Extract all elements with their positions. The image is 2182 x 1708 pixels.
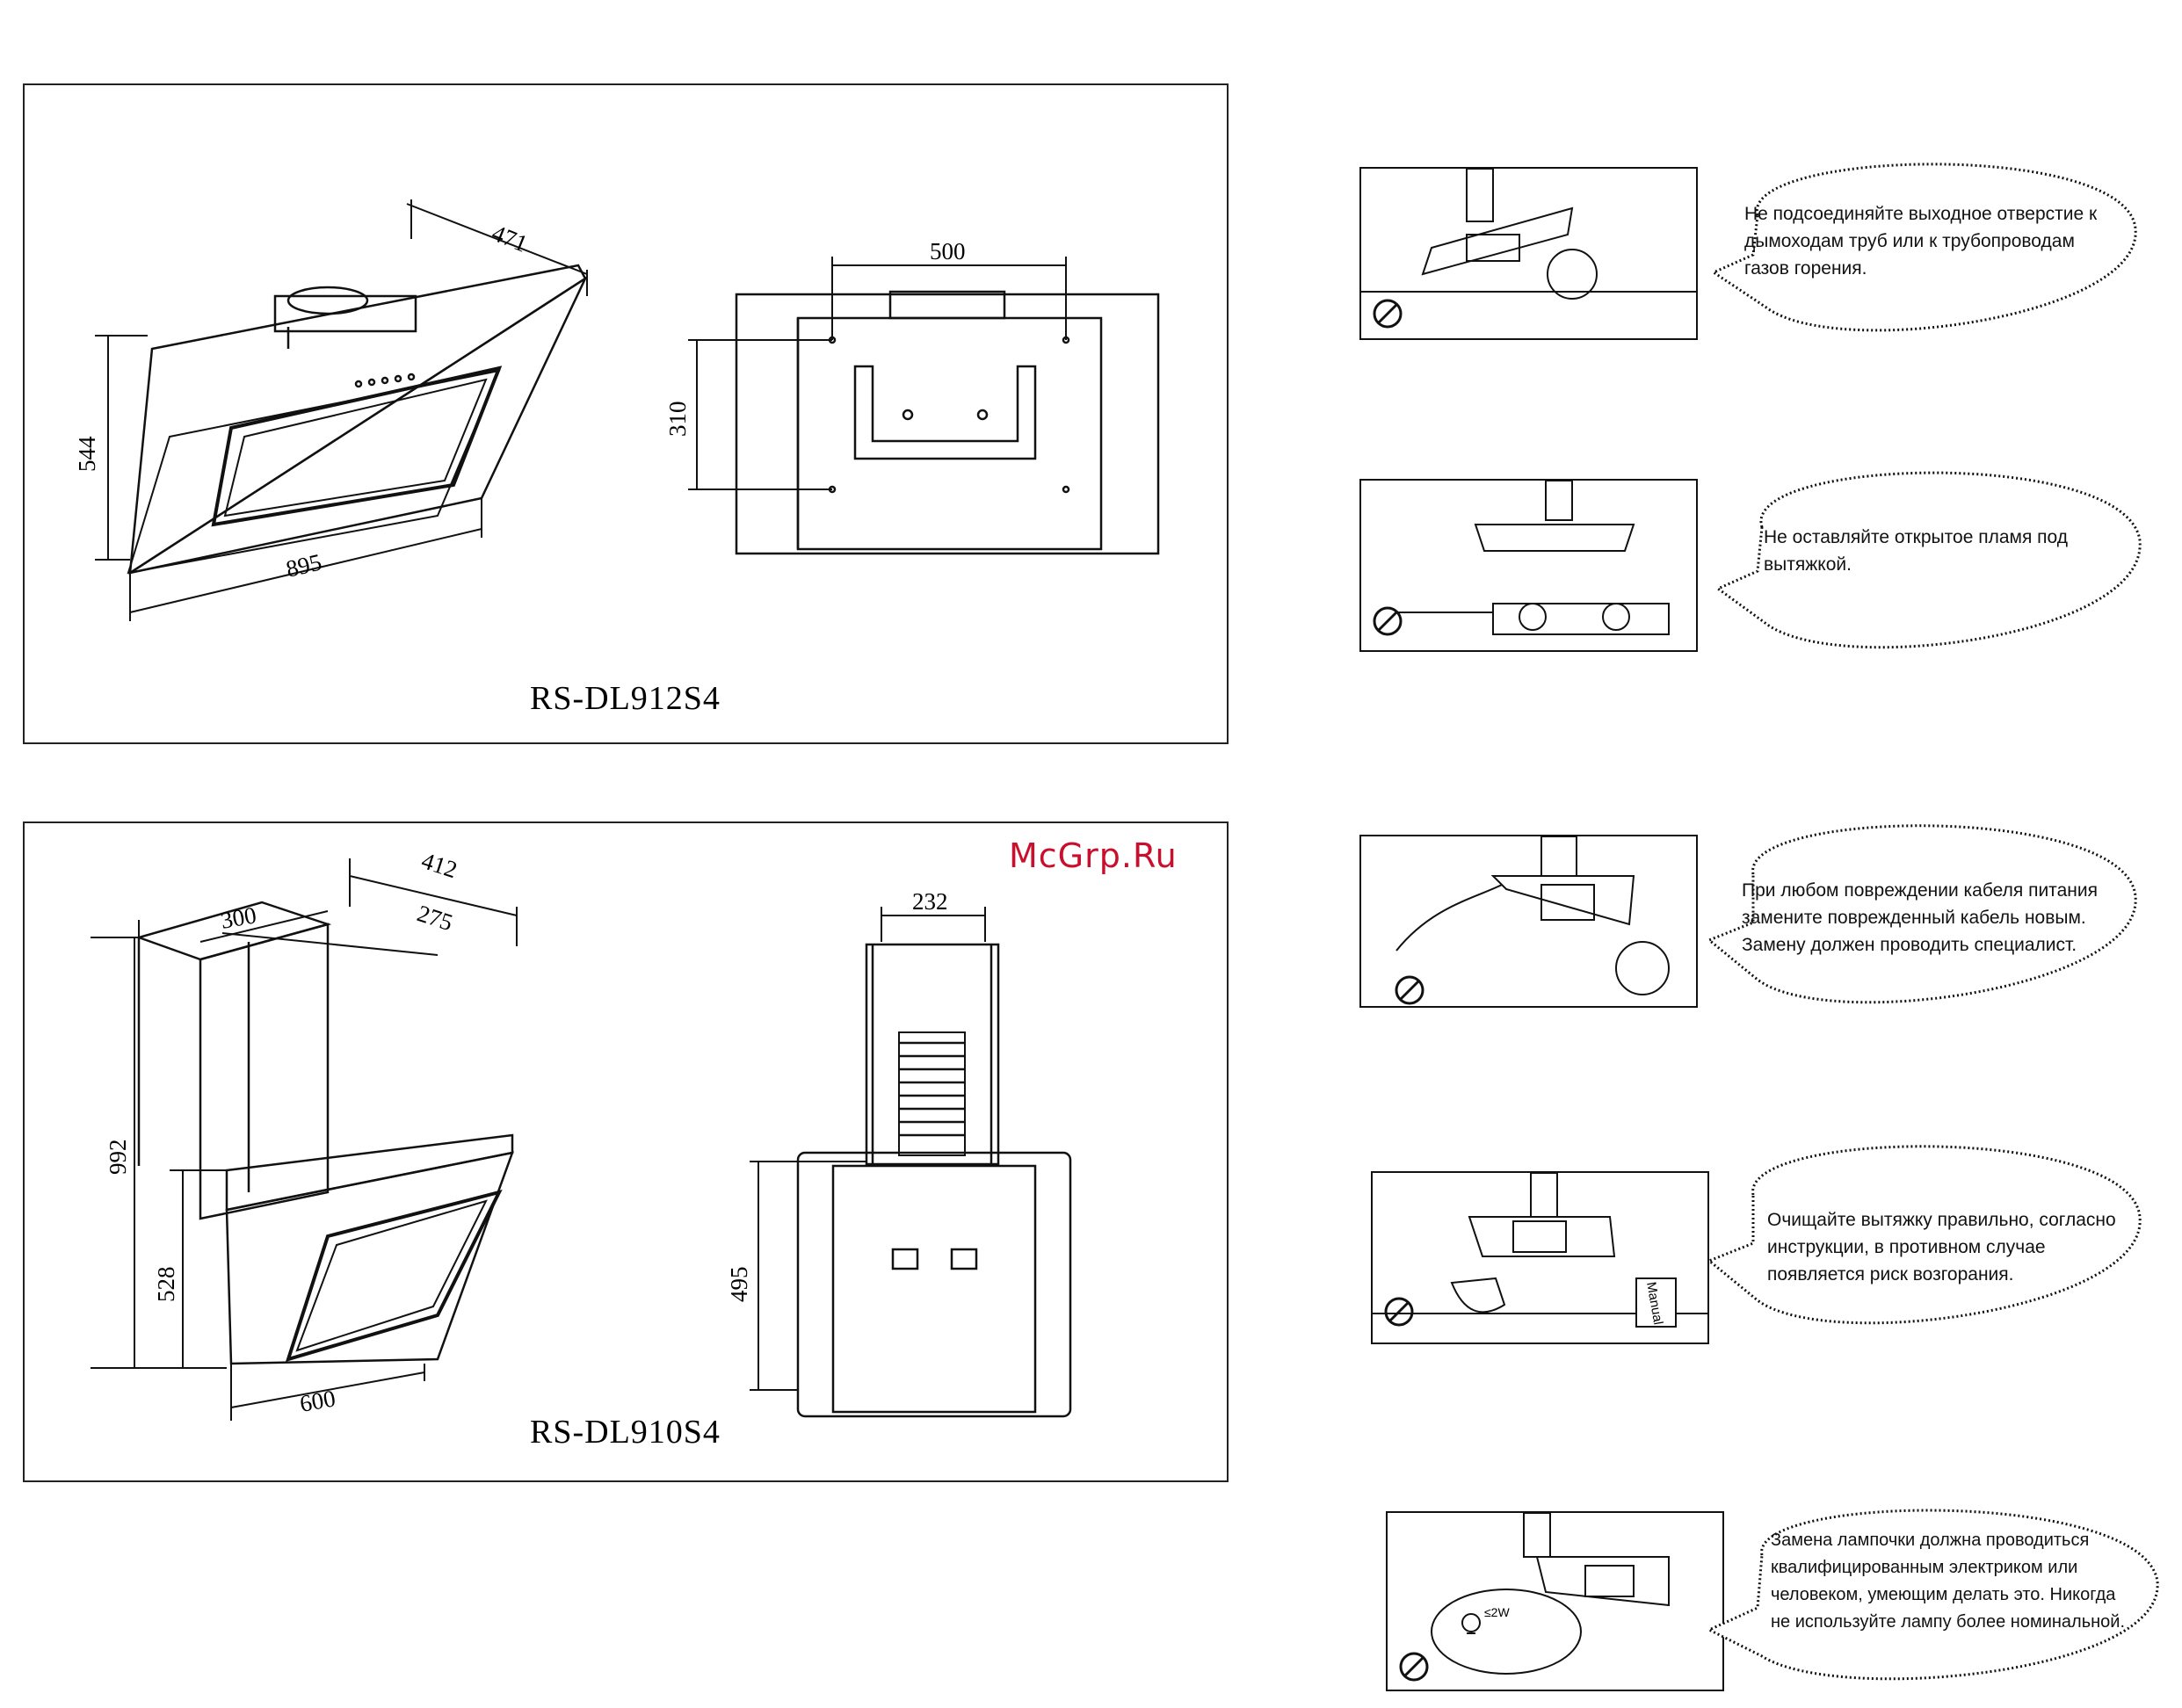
warning-scene-2 — [1359, 479, 1698, 652]
warning-scene-5: ≤2W — [1386, 1511, 1724, 1691]
dim-chimney-depth: 275 — [414, 900, 456, 936]
warning-scene-3 — [1359, 835, 1698, 1008]
dim-rear-width: 232 — [912, 888, 948, 915]
dim-total-height: 992 — [105, 1140, 131, 1176]
dim-lower-height: 528 — [153, 1267, 179, 1303]
model-name-bottom: RS-DL910S4 — [530, 1414, 721, 1451]
dim-mount-height: 310 — [664, 402, 691, 438]
hood-drawing-top: 471 544 895 500 310 RS-DL912S4 — [74, 199, 1160, 717]
warning-scene-1 — [1359, 167, 1698, 340]
dim-height: 544 — [74, 436, 100, 472]
model-name-top: RS-DL912S4 — [530, 680, 721, 717]
dim-mount-width: 500 — [930, 238, 966, 264]
prohibited-icon — [1373, 299, 1403, 329]
prohibited-icon — [1395, 975, 1424, 1005]
speech-bubble-3 — [1707, 824, 2137, 1004]
dim-rear-height: 495 — [726, 1267, 752, 1303]
drawing-panel-top: 471 544 895 500 310 RS-DL912S4 — [23, 83, 1229, 744]
watermark: McGrp.Ru — [1009, 836, 1178, 875]
dim-base-bottom: 600 — [298, 1385, 337, 1417]
dim-width-diag: 471 — [489, 220, 532, 257]
prohibited-icon — [1384, 1297, 1414, 1327]
warning-card-4: Manual Очищайте вытяжку правильно, согла… — [1371, 1111, 2149, 1357]
drawing-panel-bottom: McGrp.Ru — [23, 821, 1229, 1482]
hood-drawing-bottom: McGrp.Ru — [91, 836, 1178, 1451]
lamp-icon — [1461, 1613, 1481, 1634]
warning-scene-4: Manual — [1371, 1171, 1709, 1344]
dim-top-depth: 412 — [418, 847, 460, 883]
speech-bubble-4 — [1707, 1145, 2142, 1325]
dim-chimney-width: 300 — [219, 901, 258, 934]
speech-bubble-2 — [1715, 471, 2142, 649]
speech-bubble-1 — [1710, 163, 2137, 332]
prohibited-icon — [1373, 606, 1403, 636]
dim-base: 895 — [284, 549, 324, 583]
manual-book-icon: Manual — [1635, 1277, 1677, 1328]
lamp-power-label: ≤2W — [1484, 1605, 1510, 1619]
prohibited-icon — [1399, 1652, 1429, 1682]
speech-bubble-5 — [1706, 1509, 2159, 1681]
